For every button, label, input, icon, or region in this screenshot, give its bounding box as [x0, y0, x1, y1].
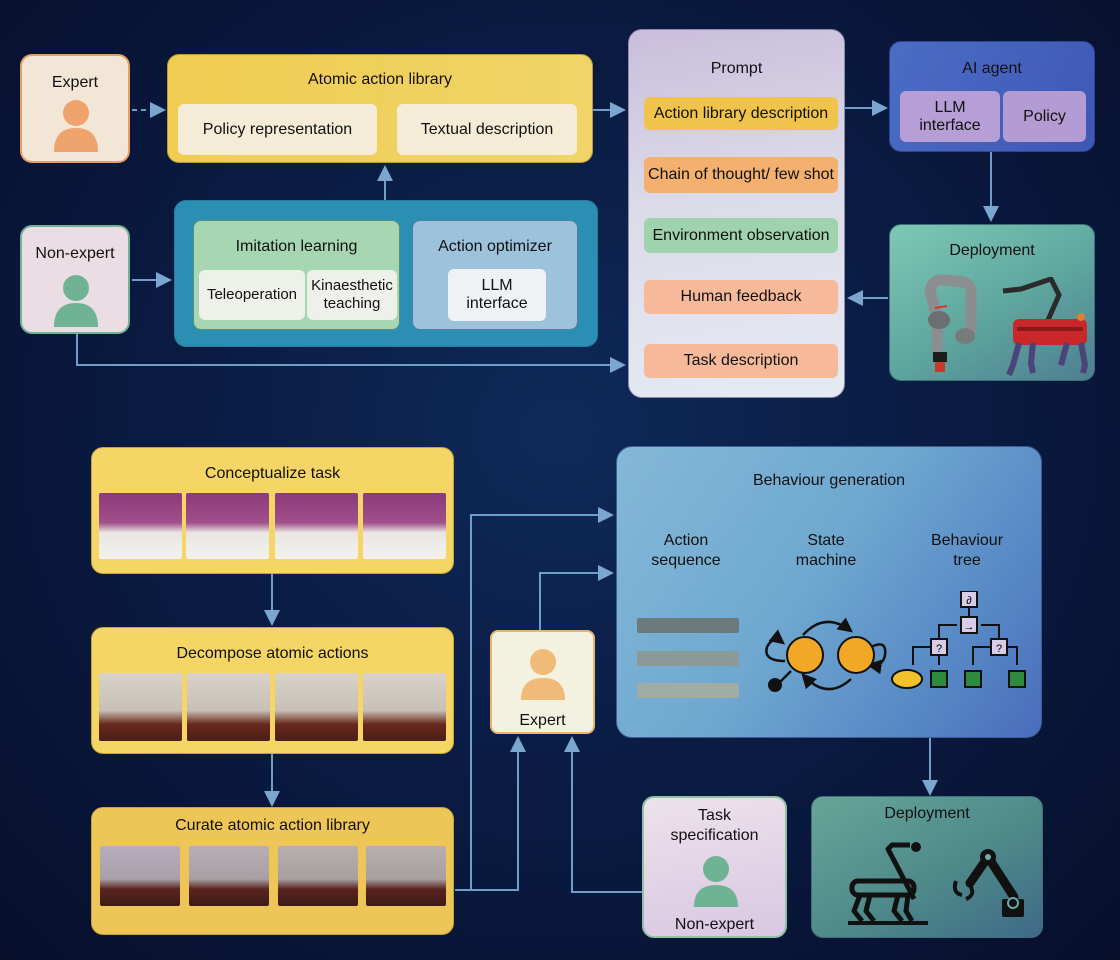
- non-expert-card: Non-expert: [20, 225, 130, 334]
- prompt-title: Prompt: [710, 60, 763, 77]
- task-photo-3: [275, 493, 358, 559]
- task-spec-person-icon: [693, 855, 739, 909]
- behaviour-tree-label: Behaviour tree: [930, 532, 1004, 569]
- arrow-curate-to-expert: [471, 736, 526, 891]
- prompt-item-chain-of-thought: Chain of thought/ few shot: [644, 157, 838, 193]
- behaviour-generation-panel: Behaviour generation Action sequence Sta…: [616, 446, 1042, 738]
- legged-robot-photo: [1002, 277, 1089, 377]
- task-specification-title: Task specification: [670, 807, 759, 844]
- action-sequence-bar-1: [637, 618, 739, 633]
- deployment-top-title: Deployment: [949, 242, 1035, 259]
- imitation-learning-box: Imitation learning Teleoperation Kinaest…: [193, 220, 400, 330]
- decompose-actions-title: Decompose atomic actions: [176, 645, 369, 662]
- bt-root-node: [960, 591, 978, 608]
- bt-sequence-node: [960, 616, 978, 634]
- agent-policy-chip: Policy: [1003, 91, 1086, 142]
- expert-card: Expert: [20, 54, 130, 163]
- decompose-photo-3: [275, 673, 358, 741]
- bt-condition-leaf: [891, 669, 923, 689]
- ai-agent-title: AI agent: [962, 60, 1022, 77]
- action-optimizer-box: Action optimizer LLM interface: [412, 220, 578, 330]
- svg-text:∂: ∂: [966, 595, 972, 607]
- arrow-curate-to-behaviour: [455, 507, 614, 891]
- decompose-actions-panel: Decompose atomic actions: [91, 627, 454, 754]
- deployment-bottom-title: Deployment: [884, 805, 970, 822]
- action-optimizer-title: Action optimizer: [438, 238, 552, 255]
- expert-card-bottom: Expert: [490, 630, 595, 734]
- task-specification-card: Task specification Non-expert: [642, 796, 787, 938]
- curate-library-title: Curate atomic action library: [175, 817, 370, 834]
- behaviour-tree-diagram: ∂ → ? ?: [891, 591, 1026, 689]
- deployment-panel-bottom: Deployment: [811, 796, 1043, 938]
- svg-text:?: ?: [996, 643, 1002, 655]
- curate-library-panel: Curate atomic action library: [91, 807, 454, 935]
- prompt-item-task-description: Task description: [644, 344, 838, 378]
- expert-person-icon: [52, 98, 100, 154]
- bt-fallback-node-right: [990, 638, 1008, 656]
- task-photo-1: [99, 493, 182, 559]
- curate-photo-2: [189, 846, 269, 906]
- teleoperation-chip: Teleoperation: [199, 270, 305, 320]
- conceptualize-task-panel: Conceptualize task: [91, 447, 454, 574]
- state-machine-label: State machine: [795, 532, 857, 569]
- task-spec-non-expert-label: Non-expert: [674, 916, 755, 933]
- task-photo-4: [363, 493, 446, 559]
- decompose-photo-4: [363, 673, 446, 741]
- task-photo-2: [186, 493, 269, 559]
- ai-agent-panel: AI agent LLM interface Policy: [889, 41, 1095, 152]
- svg-text:→: →: [964, 621, 975, 633]
- svg-text:?: ?: [936, 643, 942, 655]
- imitation-learning-title: Imitation learning: [235, 238, 358, 255]
- arrow-nonexpert-to-prompt: [76, 334, 626, 373]
- state-machine-diagram: [765, 617, 887, 692]
- atomic-action-library: Atomic action library Policy representat…: [167, 54, 593, 163]
- expert-label: Expert: [51, 74, 99, 91]
- expert-bottom-person-icon: [520, 648, 566, 702]
- conceptualize-task-title: Conceptualize task: [204, 465, 341, 482]
- non-expert-person-icon: [52, 273, 100, 329]
- bt-fallback-node-left: [930, 638, 948, 656]
- decompose-photo-2: [187, 673, 270, 741]
- optimizer-llm-interface-chip: LLM interface: [448, 269, 546, 321]
- atomic-library-title: Atomic action library: [307, 71, 453, 88]
- prompt-item-environment-observation: Environment observation: [644, 218, 838, 253]
- bt-action-leaf-1: [930, 670, 948, 688]
- expert-bottom-label: Expert: [519, 712, 566, 729]
- prompt-panel: Prompt Action library description Chain …: [628, 29, 845, 398]
- learning-container: Imitation learning Teleoperation Kinaest…: [174, 200, 598, 347]
- action-sequence-bar-3: [637, 683, 739, 698]
- bt-action-leaf-3: [1008, 670, 1026, 688]
- behaviour-generation-title: Behaviour generation: [752, 472, 906, 489]
- action-sequence-label: Action sequence: [651, 532, 721, 569]
- deployment-panel-top: Deployment: [889, 224, 1095, 381]
- policy-representation-chip: Policy representation: [178, 104, 377, 155]
- bt-action-leaf-2: [964, 670, 982, 688]
- robot-arm-photo: [924, 274, 977, 372]
- textual-description-chip: Textual description: [397, 104, 577, 155]
- arrow-expert-to-behaviour: [539, 565, 614, 630]
- curate-photo-4: [366, 846, 446, 906]
- curate-photo-3: [278, 846, 358, 906]
- decompose-photo-1: [99, 673, 182, 741]
- non-expert-label: Non-expert: [35, 245, 115, 262]
- robot-arm-icon: [952, 849, 1024, 917]
- legged-robot-icon: [848, 842, 928, 925]
- action-sequence-bar-2: [637, 651, 739, 666]
- kinaesthetic-teaching-chip: Kinaesthetic teaching: [307, 270, 397, 320]
- arrow-taskspec-to-expert: [564, 736, 642, 893]
- agent-llm-interface-chip: LLM interface: [900, 91, 1000, 142]
- prompt-item-action-library: Action library description: [644, 97, 838, 130]
- curate-photo-1: [100, 846, 180, 906]
- prompt-item-human-feedback: Human feedback: [644, 280, 838, 314]
